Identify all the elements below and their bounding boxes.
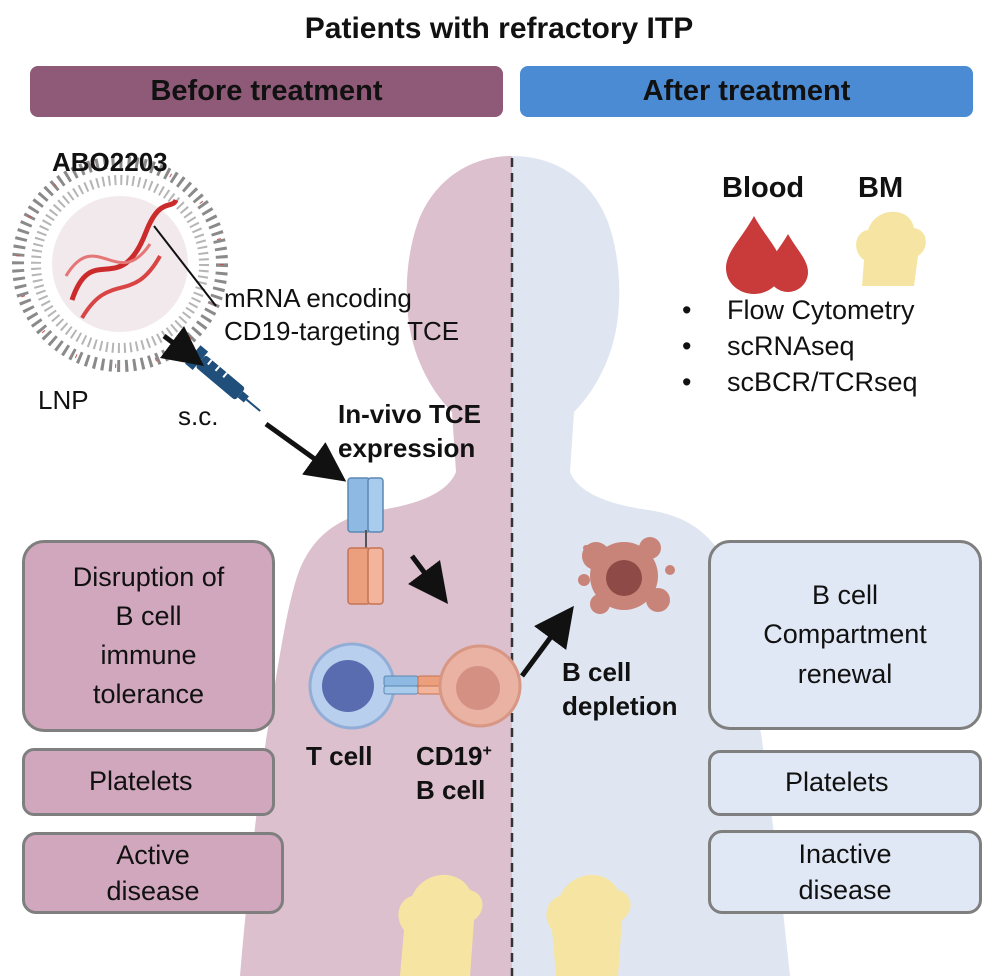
before-treatment-banner: Before treatment bbox=[30, 66, 503, 117]
mrna-pointer-line bbox=[153, 225, 217, 307]
bound-tce-icon bbox=[383, 675, 453, 695]
lnp-particle-icon bbox=[12, 156, 228, 372]
depletion-label-line2: depletion bbox=[562, 691, 678, 721]
b-cell-icon bbox=[438, 644, 522, 728]
expression-label-line1: In-vivo TCE bbox=[338, 399, 482, 429]
assay-list-item: •scBCR/TCRseq bbox=[682, 367, 918, 397]
b-cell-label-line2: B cell bbox=[416, 775, 486, 805]
assay-list-item: •Flow Cytometry bbox=[682, 295, 915, 325]
lnp-label: LNP bbox=[38, 385, 89, 415]
platelets-before-box: Platelets bbox=[22, 748, 275, 816]
expression-label-line2: expression bbox=[338, 433, 476, 463]
bone-marrow-icon bbox=[398, 874, 483, 976]
box-text-line: B cell bbox=[115, 600, 182, 631]
assay-list-item: •scRNAseq bbox=[682, 331, 855, 361]
disruption-tolerance-box: Disruption of B cell immune tolerance bbox=[22, 540, 275, 732]
box-text-line: B cell bbox=[811, 580, 879, 611]
figure-title: Patients with refractory ITP bbox=[304, 12, 694, 45]
box-text-line: tolerance bbox=[92, 679, 205, 710]
blood-drop-icon bbox=[726, 216, 808, 294]
box-text-line: Disruption of bbox=[72, 561, 225, 592]
box-text-line: Inactive bbox=[798, 838, 892, 869]
arrow-tce-to-cells bbox=[408, 554, 448, 604]
assay-list: •Flow Cytometry •scRNAseq •scBCR/TCRseq bbox=[682, 292, 918, 400]
drug-name-label: ABO2203 bbox=[52, 147, 168, 177]
after-treatment-banner: After treatment bbox=[520, 66, 973, 117]
depleted-b-cell-icon bbox=[578, 537, 675, 614]
box-text-line: immune bbox=[100, 640, 197, 670]
t-cell-label: T cell bbox=[306, 741, 373, 771]
box-text-line: Compartment bbox=[763, 619, 927, 650]
b-cell-label-line1: CD19+ bbox=[416, 741, 492, 771]
tce-molecule-icon bbox=[347, 477, 384, 605]
bone-marrow-icon bbox=[546, 874, 631, 976]
box-text-line: renewal bbox=[797, 658, 893, 689]
platelets-before-label: Platelets bbox=[89, 766, 193, 797]
active-disease-box: Active disease bbox=[22, 832, 284, 914]
bone-marrow-sample-icon bbox=[856, 211, 926, 286]
arrow-lnp-to-syringe bbox=[160, 326, 204, 366]
arrow-injection-to-expression bbox=[264, 421, 347, 482]
depletion-label-line1: B cell bbox=[562, 657, 632, 687]
platelets-after-box: Platelets bbox=[708, 750, 982, 816]
compartment-renewal-box: B cell Compartment renewal bbox=[708, 540, 982, 730]
inactive-disease-box: Inactive disease bbox=[708, 830, 982, 914]
blood-label: Blood bbox=[722, 172, 805, 204]
bm-label: BM bbox=[858, 172, 904, 204]
route-label: s.c. bbox=[178, 401, 219, 431]
box-text-line: disease bbox=[106, 876, 200, 906]
mrna-label-line2: CD19-targeting TCE bbox=[224, 316, 460, 346]
box-text-line: Active bbox=[116, 839, 190, 870]
mrna-label-line1: mRNA encoding bbox=[224, 283, 412, 313]
arrow-to-depletion bbox=[519, 605, 574, 678]
platelets-after-label: Platelets bbox=[785, 767, 889, 798]
box-text-line: disease bbox=[798, 875, 892, 905]
t-cell-icon bbox=[308, 642, 396, 730]
